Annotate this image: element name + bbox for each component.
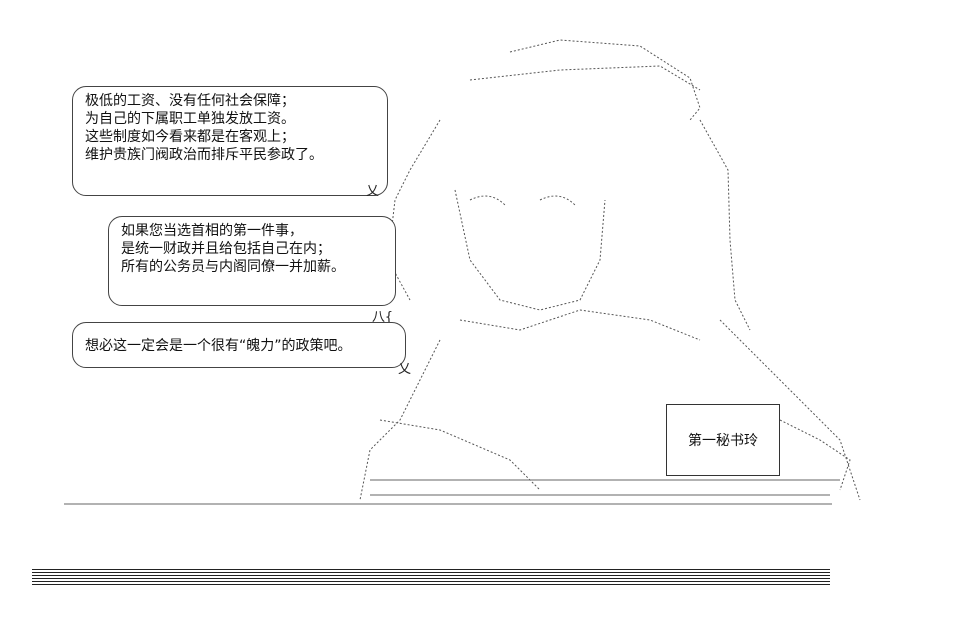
bubble-text-line: 是统一财政并且给包括自己在内；	[121, 241, 331, 257]
arm-right	[779, 419, 851, 491]
bubble-text-line: 如果您当选首相的第一件事，	[121, 223, 303, 239]
footer-rule	[32, 575, 830, 579]
eye-left	[469, 195, 506, 206]
nameplate: 第一秘书玲	[666, 404, 780, 476]
speech-bubble-1: 极低的工资、没有任何社会保障； 为自己的下属职工单独发放工资。 这些制度如今看来…	[72, 86, 388, 196]
bubble-tail-3: 乂	[398, 362, 412, 377]
face-outline	[454, 189, 606, 311]
bubble-text-line: 为自己的下属职工单独发放工资。	[85, 111, 295, 127]
bubble-text-line: 所有的公务员与内阁同僚一并加薪。	[121, 259, 345, 275]
bubble-tail-2: 八{	[372, 310, 393, 325]
footer-double-rule	[32, 569, 830, 587]
hat-brim	[469, 65, 701, 91]
footer-rule	[32, 581, 830, 585]
speech-bubble-3: 想必这一定会是一个很有“魄力”的政策吧。	[72, 322, 406, 368]
nameplate-label: 第一秘书玲	[688, 433, 758, 449]
hair-right	[699, 119, 751, 331]
speech-bubble-2: 如果您当选首相的第一件事， 是统一财政并且给包括自己在内； 所有的公务员与内阁同…	[108, 216, 396, 306]
footer-rule	[32, 569, 830, 573]
collar	[459, 309, 701, 341]
bubble-tail-1: 乂	[366, 184, 380, 199]
body-left	[359, 339, 441, 501]
bubble-text-line: 这些制度如今看来都是在客观上；	[85, 129, 295, 145]
body-right	[719, 319, 861, 501]
hat-outline	[509, 39, 701, 121]
bubble-text-line: 维护贵族门阀政治而排斥平民参政了。	[85, 147, 323, 163]
bubble-text-line: 极低的工资、没有任何社会保障；	[85, 93, 295, 109]
bubble-text-line: 想必这一定会是一个很有“魄力”的政策吧。	[85, 338, 352, 354]
eye-right	[539, 195, 576, 206]
